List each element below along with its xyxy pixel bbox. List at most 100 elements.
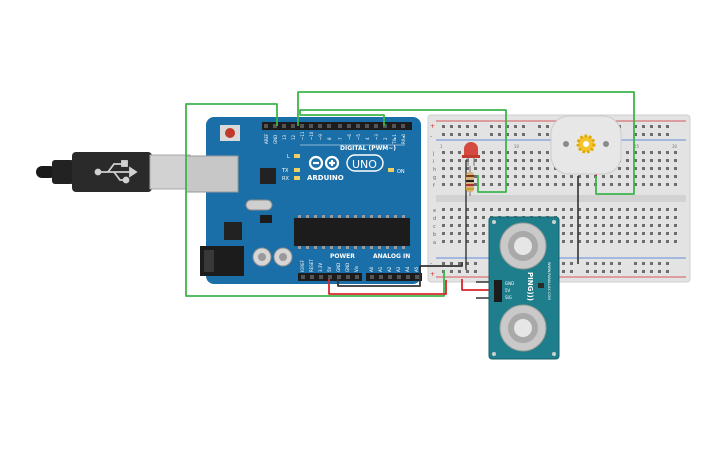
breadboard-hole[interactable] [474, 133, 477, 136]
breadboard-hole[interactable] [474, 240, 477, 243]
breadboard-hole[interactable] [562, 208, 565, 211]
breadboard-hole[interactable] [634, 224, 637, 227]
breadboard-hole[interactable] [506, 133, 509, 136]
breadboard-hole[interactable] [626, 151, 629, 154]
breadboard-hole[interactable] [466, 262, 469, 265]
breadboard-hole[interactable] [650, 216, 653, 219]
red-led[interactable] [462, 142, 480, 166]
breadboard-hole[interactable] [546, 151, 549, 154]
breadboard-hole[interactable] [466, 125, 469, 128]
breadboard-hole[interactable] [458, 232, 461, 235]
breadboard-hole[interactable] [650, 133, 653, 136]
breadboard-hole[interactable] [586, 224, 589, 227]
breadboard-hole[interactable] [458, 262, 461, 265]
breadboard-hole[interactable] [602, 208, 605, 211]
breadboard-hole[interactable] [578, 216, 581, 219]
breadboard-hole[interactable] [514, 175, 517, 178]
breadboard-hole[interactable] [466, 240, 469, 243]
breadboard-hole[interactable] [554, 208, 557, 211]
breadboard-hole[interactable] [562, 240, 565, 243]
breadboard-hole[interactable] [490, 208, 493, 211]
breadboard-hole[interactable] [514, 167, 517, 170]
breadboard-hole[interactable] [490, 151, 493, 154]
breadboard-hole[interactable] [570, 262, 573, 265]
breadboard-hole[interactable] [586, 183, 589, 186]
breadboard-hole[interactable] [458, 175, 461, 178]
breadboard-hole[interactable] [570, 270, 573, 273]
breadboard-hole[interactable] [594, 240, 597, 243]
breadboard-hole[interactable] [602, 232, 605, 235]
breadboard-hole[interactable] [610, 175, 613, 178]
dc-motor[interactable] [550, 115, 622, 175]
breadboard-hole[interactable] [578, 232, 581, 235]
breadboard-hole[interactable] [514, 208, 517, 211]
breadboard-hole[interactable] [626, 183, 629, 186]
breadboard-hole[interactable] [642, 216, 645, 219]
breadboard-hole[interactable] [546, 133, 549, 136]
breadboard-hole[interactable] [466, 133, 469, 136]
breadboard-hole[interactable] [506, 151, 509, 154]
breadboard-hole[interactable] [474, 216, 477, 219]
breadboard-hole[interactable] [642, 125, 645, 128]
breadboard-hole[interactable] [658, 151, 661, 154]
breadboard-hole[interactable] [506, 183, 509, 186]
breadboard-hole[interactable] [442, 125, 445, 128]
breadboard-hole[interactable] [626, 159, 629, 162]
breadboard-hole[interactable] [538, 167, 541, 170]
breadboard-hole[interactable] [442, 159, 445, 162]
breadboard-hole[interactable] [642, 183, 645, 186]
breadboard-hole[interactable] [490, 125, 493, 128]
breadboard-hole[interactable] [634, 183, 637, 186]
breadboard-hole[interactable] [458, 167, 461, 170]
wire-red-sensor[interactable] [461, 279, 496, 291]
breadboard-hole[interactable] [586, 232, 589, 235]
breadboard-hole[interactable] [626, 208, 629, 211]
breadboard-hole[interactable] [474, 183, 477, 186]
breadboard-hole[interactable] [586, 216, 589, 219]
breadboard-hole[interactable] [522, 125, 525, 128]
breadboard-hole[interactable] [562, 232, 565, 235]
breadboard-hole[interactable] [602, 224, 605, 227]
breadboard-hole[interactable] [610, 183, 613, 186]
breadboard-hole[interactable] [450, 208, 453, 211]
breadboard-hole[interactable] [474, 270, 477, 273]
breadboard-hole[interactable] [594, 262, 597, 265]
breadboard-hole[interactable] [642, 232, 645, 235]
breadboard-hole[interactable] [594, 216, 597, 219]
breadboard-hole[interactable] [538, 159, 541, 162]
breadboard-hole[interactable] [458, 216, 461, 219]
breadboard-hole[interactable] [458, 208, 461, 211]
breadboard-hole[interactable] [634, 159, 637, 162]
breadboard-hole[interactable] [498, 151, 501, 154]
breadboard-hole[interactable] [522, 133, 525, 136]
breadboard-hole[interactable] [618, 224, 621, 227]
breadboard-hole[interactable] [490, 167, 493, 170]
breadboard-hole[interactable] [586, 262, 589, 265]
breadboard-hole[interactable] [666, 224, 669, 227]
breadboard-hole[interactable] [538, 125, 541, 128]
breadboard-hole[interactable] [538, 175, 541, 178]
breadboard-hole[interactable] [650, 208, 653, 211]
breadboard-hole[interactable] [522, 167, 525, 170]
breadboard-hole[interactable] [450, 262, 453, 265]
breadboard-hole[interactable] [602, 270, 605, 273]
breadboard-hole[interactable] [474, 262, 477, 265]
breadboard-hole[interactable] [578, 208, 581, 211]
breadboard-hole[interactable] [450, 175, 453, 178]
breadboard-hole[interactable] [466, 270, 469, 273]
breadboard-hole[interactable] [570, 240, 573, 243]
breadboard-hole[interactable] [658, 175, 661, 178]
breadboard-hole[interactable] [610, 262, 613, 265]
breadboard-hole[interactable] [498, 183, 501, 186]
breadboard-hole[interactable] [674, 224, 677, 227]
breadboard-hole[interactable] [562, 262, 565, 265]
breadboard-hole[interactable] [610, 232, 613, 235]
breadboard-hole[interactable] [570, 224, 573, 227]
digital-header[interactable] [262, 122, 412, 130]
breadboard-hole[interactable] [666, 208, 669, 211]
breadboard-hole[interactable] [618, 216, 621, 219]
breadboard-hole[interactable] [634, 216, 637, 219]
breadboard-hole[interactable] [474, 224, 477, 227]
breadboard-hole[interactable] [554, 175, 557, 178]
breadboard-hole[interactable] [562, 183, 565, 186]
